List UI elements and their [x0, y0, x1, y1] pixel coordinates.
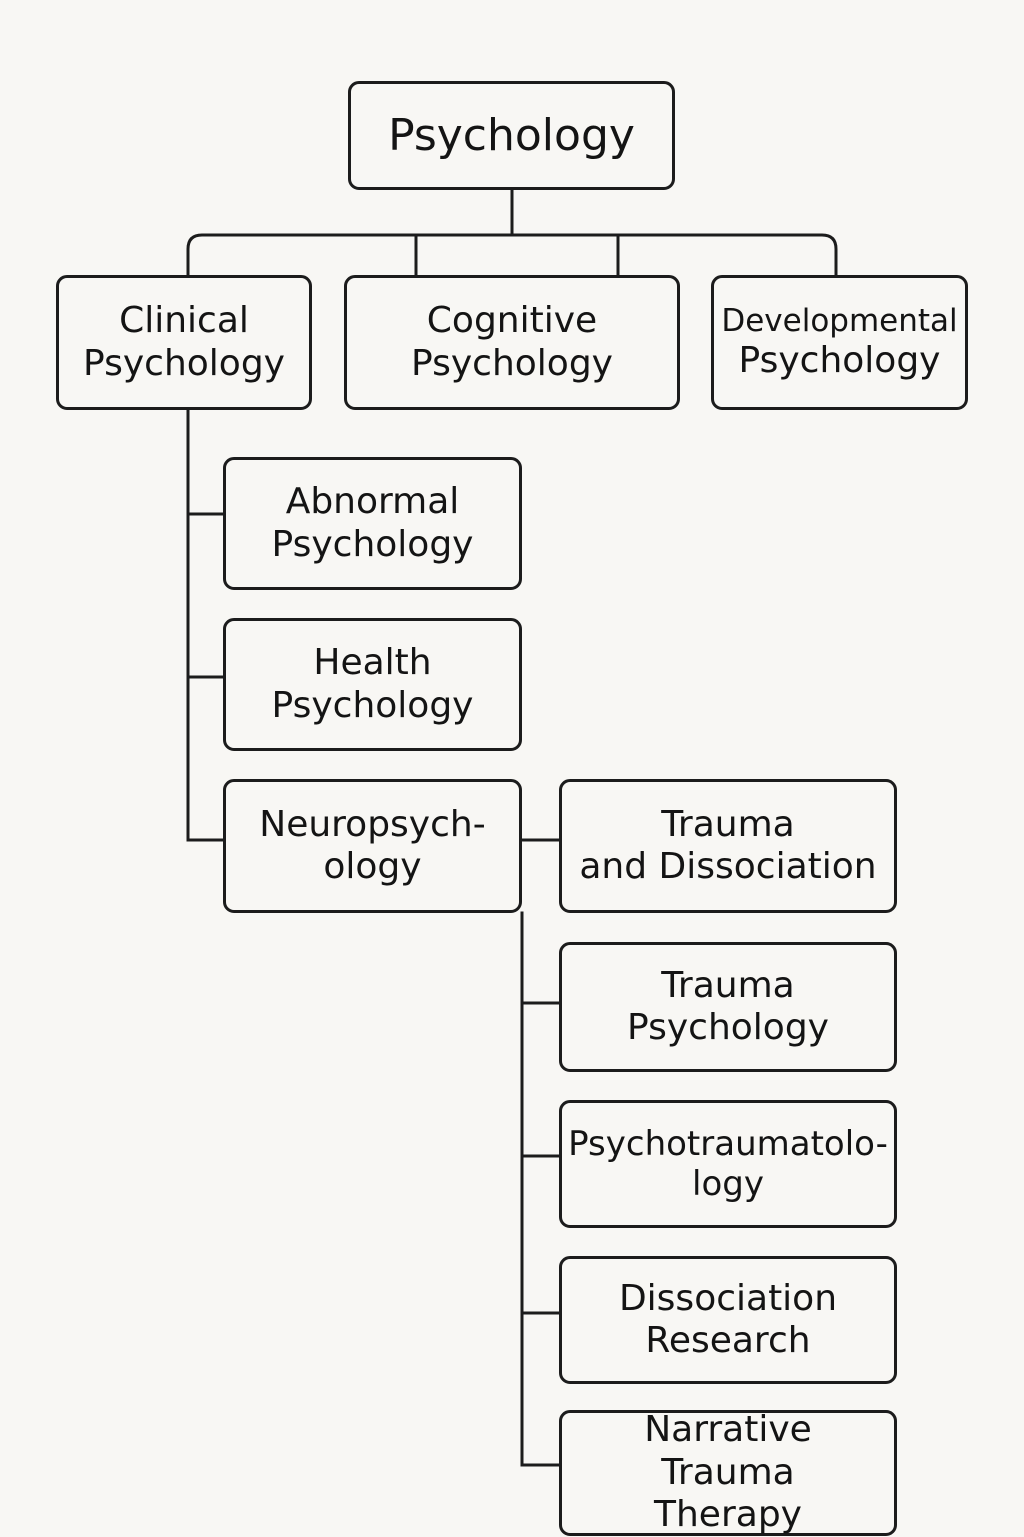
node-label-line: Psychotraumatolo- [568, 1123, 888, 1164]
node-label-line: Developmental [721, 302, 958, 339]
node-developmental-psychology: Developmental Psychology [711, 275, 968, 410]
node-label-line: Narrative Trauma [644, 1409, 812, 1493]
node-psychotraumatology: Psychotraumatolo- logy [559, 1100, 897, 1228]
node-label-line: Research [645, 1320, 811, 1361]
node-neuropsychology: Neuropsych- ology [223, 779, 522, 913]
node-label-line: Psychology [271, 684, 474, 726]
node-label-line: Psychology [83, 342, 285, 384]
node-label-line: Therapy [654, 1494, 802, 1536]
node-dissociation-research: Dissociation Research [559, 1256, 897, 1384]
node-label-line: Psychology [411, 342, 613, 384]
node-label-line: Clinical [119, 300, 249, 342]
node-label-line: Abnormal [285, 481, 460, 523]
node-psychology-label: Psychology [388, 109, 635, 161]
node-label-line: Health [313, 642, 432, 684]
node-label-line: logy [692, 1164, 764, 1204]
node-label-line: ology [323, 846, 422, 887]
node-label-line: and Dissociation [579, 846, 877, 887]
node-label-line: Cognitive [426, 300, 598, 342]
node-label-line: Dissociation [618, 1277, 838, 1319]
node-trauma-psychology: Trauma Psychology [559, 942, 897, 1072]
node-health-psychology: Health Psychology [223, 618, 522, 751]
node-cognitive-psychology: Cognitive Psychology [344, 275, 680, 410]
node-psychology: Psychology [348, 81, 675, 190]
node-label-line: Trauma [661, 803, 795, 845]
node-abnormal-psychology: Abnormal Psychology [223, 457, 522, 590]
node-narrative-trauma-therapy: Narrative Trauma Therapy [559, 1409, 897, 1536]
connector-top-bus [186, 233, 838, 277]
node-label-line: Psychology [738, 339, 941, 381]
node-label-line: Neuropsych- [259, 803, 486, 845]
node-label-line: Psychology [271, 523, 474, 565]
node-trauma-and-dissociation: Trauma and Dissociation [559, 779, 897, 913]
node-clinical-psychology: Clinical Psychology [56, 275, 312, 410]
node-label-line: Psychology [627, 1007, 829, 1048]
node-label-line: Trauma [661, 964, 795, 1006]
